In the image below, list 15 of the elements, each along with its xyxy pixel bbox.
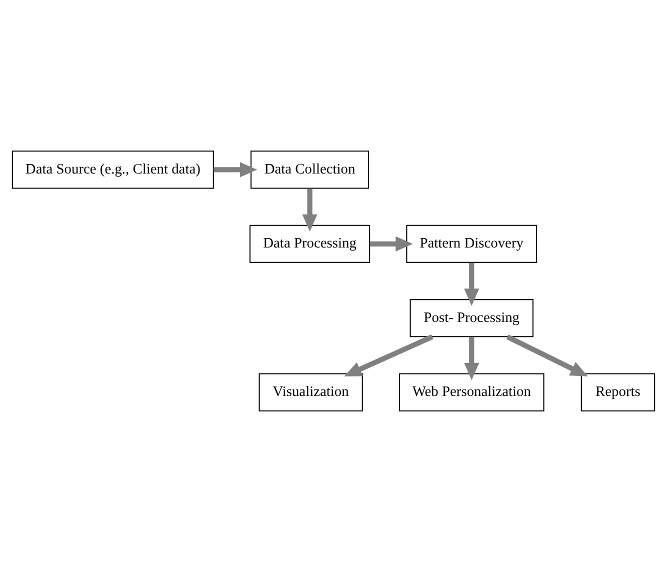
node-box: Reports: [580, 373, 656, 412]
node-box: Visualization: [258, 373, 363, 412]
arrow: [506, 334, 588, 376]
node-box: Data Collection: [250, 150, 370, 189]
arrow: [302, 188, 318, 232]
arrow: [344, 334, 434, 376]
node-box: Web Personalization: [398, 373, 544, 412]
arrow: [370, 236, 413, 252]
arrow: [214, 162, 258, 178]
arrow: [464, 262, 480, 306]
arrow: [464, 336, 480, 380]
node-box: Data Processing: [250, 224, 370, 263]
node-box: Post- Processing: [410, 299, 534, 338]
node-box: Pattern Discovery: [406, 224, 538, 263]
node-box: Data Source (e.g., Client data): [12, 150, 214, 189]
